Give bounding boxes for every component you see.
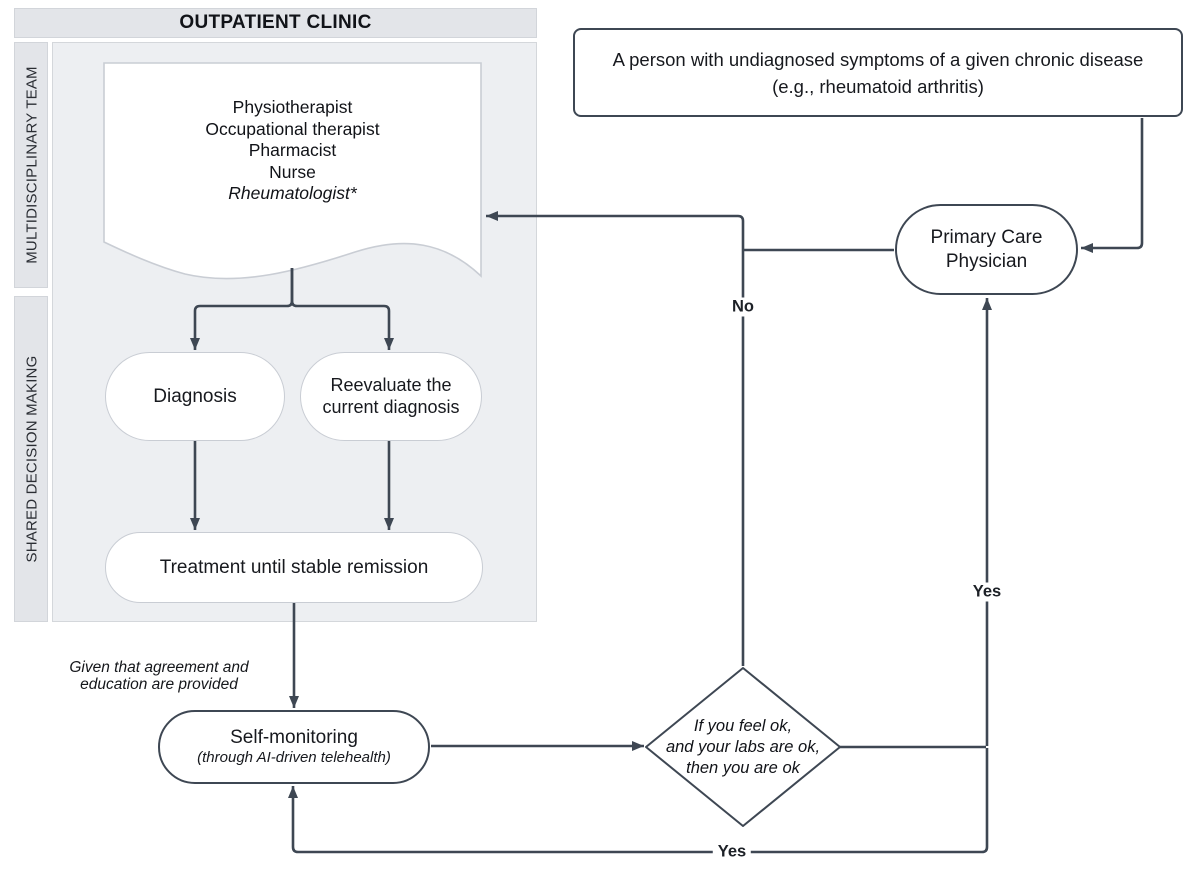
primary-care-physician-node: Primary Care Physician xyxy=(895,204,1078,295)
connector-group xyxy=(190,118,1144,854)
person-symptoms-line1: A person with undiagnosed symptoms of a … xyxy=(612,48,1144,70)
team-role-rheumatologist: Rheumatologist* xyxy=(228,183,357,203)
agreement-note-line2: education are provided xyxy=(80,675,238,693)
document-shape xyxy=(103,62,482,280)
person-symptoms-line2: (e.g., rheumatoid arthritis) xyxy=(772,75,984,97)
decision-line1: If you feel ok, xyxy=(693,716,793,735)
edge-document-to-diagnosis xyxy=(190,268,294,350)
edge-decision-no-to-document xyxy=(486,211,745,666)
treatment-label: Treatment until stable remission xyxy=(159,556,429,578)
decision-line3: then you are ok xyxy=(686,758,800,777)
self-monitoring-subtitle: (through AI-driven telehealth) xyxy=(197,749,391,767)
diagnosis-label: Diagnosis xyxy=(153,385,237,407)
pcp-label-line2: Physician xyxy=(945,250,1028,272)
edge-label-no: No xyxy=(727,297,759,317)
self-monitoring-title: Self-monitoring xyxy=(230,727,358,749)
edge-document-to-reevaluate xyxy=(290,268,394,350)
decision-diamond-node: If you feel ok, and your labs are ok, th… xyxy=(650,670,836,824)
self-monitoring-node: Self-monitoring (through AI-driven teleh… xyxy=(158,710,430,784)
decision-line2: and your labs are ok, xyxy=(665,737,821,756)
agreement-note-line1: Given that agreement and xyxy=(69,659,249,676)
clinic-panel-title: OUTPATIENT CLINIC xyxy=(179,12,372,33)
reevaluate-label-line2: current diagnosis xyxy=(322,396,460,417)
team-role: Nurse xyxy=(269,161,316,182)
edge-label-yes-return: Yes xyxy=(712,842,752,862)
reevaluate-node: Reevaluate the current diagnosis xyxy=(300,352,482,441)
treatment-node: Treatment until stable remission xyxy=(105,532,483,603)
lane-shared-decision-making xyxy=(14,296,48,622)
pcp-label-line1: Primary Care xyxy=(930,227,1043,249)
reevaluate-label-line1: Reevaluate the xyxy=(330,374,452,395)
clinic-panel-header: OUTPATIENT CLINIC xyxy=(14,8,537,38)
edge-label-yes-to-pcp: Yes xyxy=(967,582,1007,602)
edge-person-to-pcp xyxy=(1081,118,1144,253)
team-role: Pharmacist xyxy=(248,140,337,160)
diagnosis-node: Diagnosis xyxy=(105,352,285,441)
lane-multidisciplinary-team xyxy=(14,42,48,288)
person-symptoms-node: A person with undiagnosed symptoms of a … xyxy=(573,28,1183,117)
diamond-shape xyxy=(645,667,841,827)
edge-yes-return-to-selfmonitoring xyxy=(288,748,989,854)
agreement-note: Given that agreement and education are p… xyxy=(39,659,279,693)
team-role: Occupational therapist xyxy=(205,118,380,139)
team-document-node: Physiotherapist Occupational therapist P… xyxy=(103,97,482,205)
team-role: Physiotherapist xyxy=(232,97,353,117)
